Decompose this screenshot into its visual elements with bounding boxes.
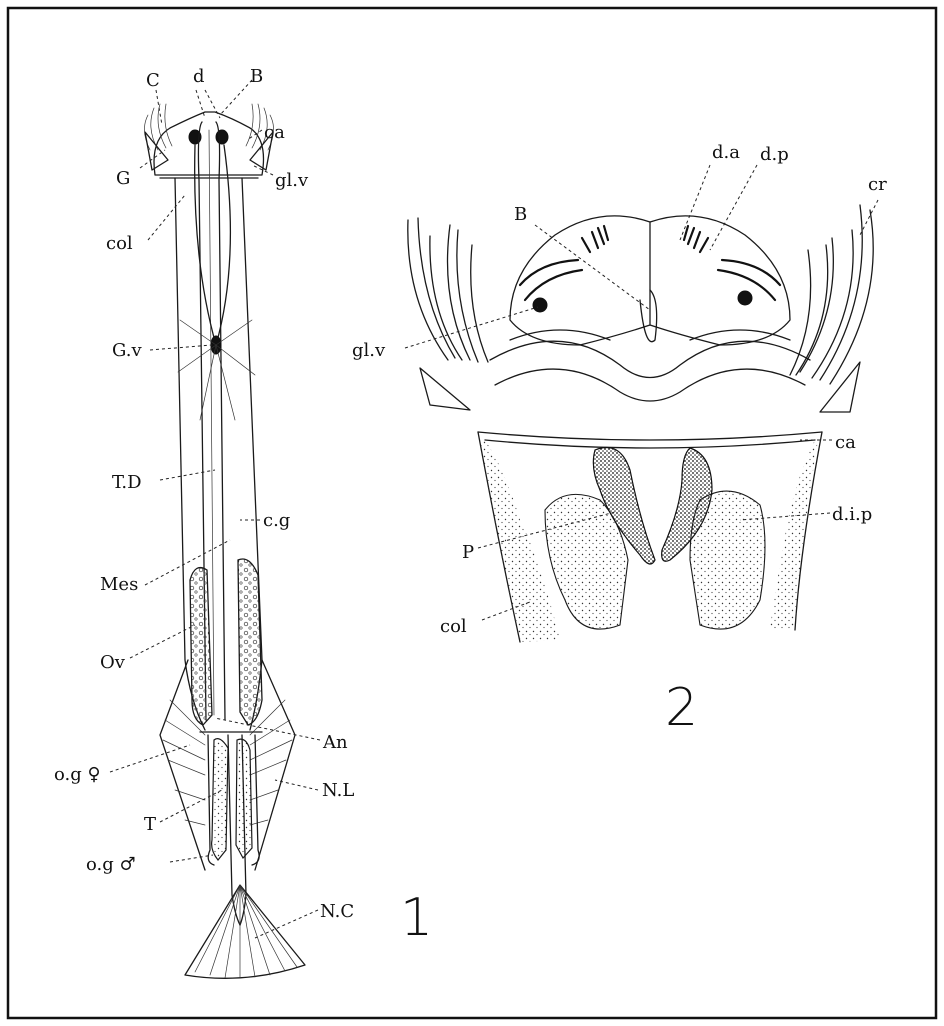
fig1-label-col: col bbox=[106, 233, 133, 254]
fig1-label-cg: c.g bbox=[263, 510, 290, 531]
fig2-label-P: P bbox=[462, 542, 474, 563]
fig2-label-cr: cr bbox=[868, 174, 887, 195]
fig1-label-An: An bbox=[322, 732, 348, 753]
fig2-label-dip: d.i.p bbox=[832, 504, 872, 525]
fig1-label-TD: T.D bbox=[112, 472, 142, 493]
fig2-label-da: d.a bbox=[712, 142, 740, 163]
fig1-label-Gv: G.v bbox=[112, 340, 142, 361]
fig2-label-dp: d.p bbox=[760, 144, 789, 165]
fig1-label-ogm: o.g ♂ bbox=[86, 854, 136, 875]
figure-1-number: 1 bbox=[400, 888, 433, 948]
figure-2-number: 2 bbox=[665, 678, 698, 738]
fig1-label-ca: ca bbox=[264, 122, 285, 143]
fig1-label-glv: gl.v bbox=[275, 170, 309, 191]
fig1-label-NC: N.C bbox=[320, 901, 354, 922]
fig1-label-Ov: Ov bbox=[100, 652, 126, 673]
fig1-label-NL: N.L bbox=[322, 780, 354, 801]
fig1-label-d: d bbox=[193, 66, 205, 87]
fig2-label-glv: gl.v bbox=[352, 340, 386, 361]
fig1-label-T: T bbox=[144, 814, 156, 835]
fig1-label-ogf: o.g ♀ bbox=[54, 764, 101, 785]
fig1-label-G: G bbox=[116, 168, 130, 189]
figure-2-drawing bbox=[408, 205, 873, 642]
figure-1-drawing bbox=[144, 104, 305, 978]
fig1-label-B: B bbox=[250, 66, 263, 87]
fig2-label-B: B bbox=[514, 204, 527, 225]
fig2-label-col: col bbox=[440, 616, 467, 637]
fig2-label-ca: ca bbox=[835, 432, 856, 453]
fig1-label-Mes: Mes bbox=[100, 574, 138, 595]
fig1-label-c: C bbox=[146, 70, 160, 91]
